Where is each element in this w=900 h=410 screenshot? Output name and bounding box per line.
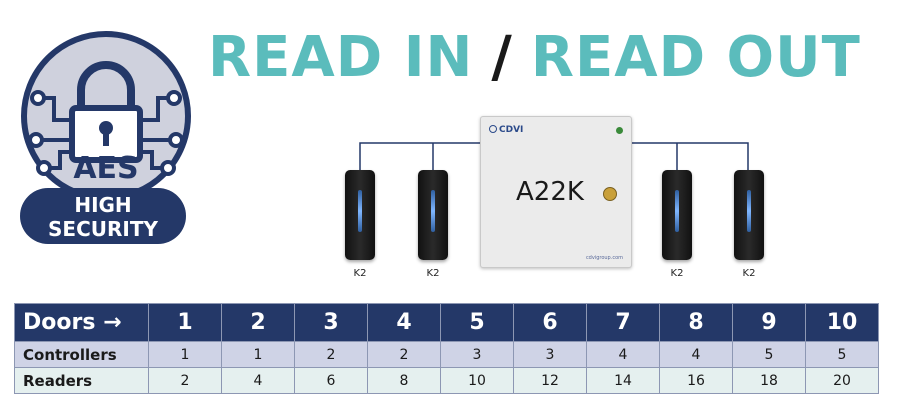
reader-led xyxy=(747,190,751,232)
panel-brand-text: CDVI xyxy=(499,125,524,135)
table-cell: 2 xyxy=(148,367,222,394)
security-line1: HIGH xyxy=(74,193,132,217)
table-cell: 2 xyxy=(294,341,368,368)
reader-label: K2 xyxy=(426,268,440,279)
door-number: 4 xyxy=(367,303,441,342)
panel-model: A22K xyxy=(516,177,584,207)
table-cell: 3 xyxy=(513,341,587,368)
panel-brand: CDVI xyxy=(489,125,523,135)
headline-separator: / xyxy=(491,25,513,90)
controller-panel: CDVI A22K cdvigroup.com xyxy=(480,116,632,268)
table-cell: 1 xyxy=(148,341,222,368)
aes-label: AES xyxy=(73,151,138,186)
table-cell: 6 xyxy=(294,367,368,394)
table-cell: 16 xyxy=(659,367,733,394)
table-cell: 14 xyxy=(586,367,660,394)
table-row-controllers: Controllers 1 1 2 2 3 3 4 4 5 5 xyxy=(14,341,879,368)
status-led-icon xyxy=(616,127,623,134)
cdvi-logo-icon xyxy=(489,125,497,133)
reader-led xyxy=(358,190,362,232)
card-reader xyxy=(662,170,692,260)
door-number: 7 xyxy=(586,303,660,342)
door-number: 2 xyxy=(221,303,295,342)
reader-led xyxy=(431,190,435,232)
headline-read-in: READ IN xyxy=(208,25,474,90)
table-cell: 3 xyxy=(440,341,514,368)
door-number: 5 xyxy=(440,303,514,342)
table-header-row: Doors → 1 2 3 4 5 6 7 8 9 10 xyxy=(14,303,879,342)
security-line2: SECURITY xyxy=(48,217,158,241)
table-row-readers: Readers 2 4 6 8 10 12 14 16 18 20 xyxy=(14,367,879,394)
aes-badge: AES xyxy=(18,28,196,250)
card-reader xyxy=(418,170,448,260)
panel-website: cdvigroup.com xyxy=(585,255,623,261)
table-cell: 4 xyxy=(586,341,660,368)
door-number: 3 xyxy=(294,303,368,342)
wiring-diagram: K2 K2 K2 K2 CDVI A22K cdvigroup.com xyxy=(330,108,800,288)
door-number: 9 xyxy=(732,303,806,342)
door-number: 6 xyxy=(513,303,587,342)
card-reader xyxy=(734,170,764,260)
table-cell: 5 xyxy=(805,341,879,368)
table-cell: 8 xyxy=(367,367,441,394)
table-cell: 12 xyxy=(513,367,587,394)
row-label: Readers xyxy=(14,367,149,394)
table-cell: 4 xyxy=(659,341,733,368)
table-cell: 20 xyxy=(805,367,879,394)
table-cell: 4 xyxy=(221,367,295,394)
reader-label: K2 xyxy=(742,268,756,279)
card-reader xyxy=(345,170,375,260)
door-number: 8 xyxy=(659,303,733,342)
table-cell: 2 xyxy=(367,341,441,368)
table-cell: 10 xyxy=(440,367,514,394)
reader-led xyxy=(675,190,679,232)
row-label: Controllers xyxy=(14,341,149,368)
headline-read-out: READ OUT xyxy=(530,25,861,90)
padlock-circuit-icon: AES xyxy=(21,31,191,201)
table-cell: 1 xyxy=(221,341,295,368)
table-cell: 18 xyxy=(732,367,806,394)
table-cell: 5 xyxy=(732,341,806,368)
key-lock-icon xyxy=(603,187,617,201)
wiring-lines xyxy=(359,142,749,172)
reader-label: K2 xyxy=(353,268,367,279)
doors-table: Doors → 1 2 3 4 5 6 7 8 9 10 Controllers… xyxy=(14,303,879,394)
high-security-pill: HIGH SECURITY xyxy=(20,188,186,244)
headline: READ IN / READ OUT xyxy=(208,18,861,98)
door-number: 10 xyxy=(805,303,879,342)
doors-header-label: Doors → xyxy=(14,303,149,342)
door-number: 1 xyxy=(148,303,222,342)
reader-label: K2 xyxy=(670,268,684,279)
